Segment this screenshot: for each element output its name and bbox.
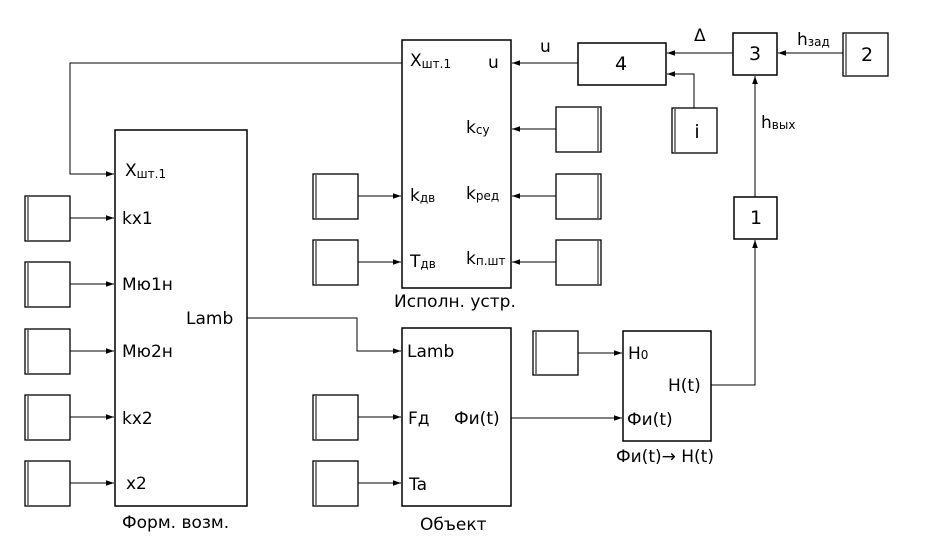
conv-caption: Фи(t)→ H(t) xyxy=(616,447,714,467)
obj-port-lamb: Lamb xyxy=(407,342,454,362)
source-kred[interactable] xyxy=(555,173,602,220)
wire-lamb xyxy=(247,317,401,354)
converter-block[interactable] xyxy=(622,330,712,442)
source-x2[interactable] xyxy=(24,460,71,507)
source-tdv[interactable] xyxy=(312,239,359,286)
signal-delta: Δ xyxy=(694,26,706,46)
isp-port-kpsht: kп.шт xyxy=(466,249,506,269)
isp-port-tdv: Tдв xyxy=(409,252,436,272)
ispoln-ustr-block[interactable] xyxy=(401,39,512,289)
form-port-x2: x2 xyxy=(126,474,147,494)
block-1-label: 1 xyxy=(750,207,762,229)
block-2[interactable] xyxy=(842,32,889,77)
form-port-myu1n: Мю1н xyxy=(122,275,173,295)
isp-port-ksu: kсу xyxy=(466,118,490,138)
source-h0[interactable] xyxy=(532,330,579,376)
source-kpsht[interactable] xyxy=(555,239,602,286)
form-port-kx1: kx1 xyxy=(122,209,153,229)
obj-caption: Объект xyxy=(420,515,487,535)
block-4-label: 4 xyxy=(615,53,627,75)
block-4[interactable] xyxy=(577,42,667,86)
signal-u: u xyxy=(540,37,551,57)
source-myu2n[interactable] xyxy=(24,328,71,375)
block-2-label: 2 xyxy=(861,44,873,66)
wire-i xyxy=(667,71,695,108)
block-1[interactable] xyxy=(733,196,778,240)
conv-port-h0: H0 xyxy=(628,344,648,364)
conv-port-fi: Фи(t) xyxy=(627,410,673,430)
form-port-lamb-out: Lamb xyxy=(186,309,233,329)
conv-port-ht-out: H(t) xyxy=(668,376,701,396)
block-i-label: i xyxy=(694,121,699,143)
source-kx1[interactable] xyxy=(24,195,71,242)
signal-hzad: hзад xyxy=(797,30,830,50)
wire-ht xyxy=(711,240,758,386)
obj-port-fi-out: Фи(t) xyxy=(454,409,500,429)
form-caption: Форм. возм. xyxy=(122,513,229,533)
form-port-kx2: kx2 xyxy=(122,409,153,429)
block-3-label: 3 xyxy=(749,43,761,65)
source-ksu[interactable] xyxy=(555,106,602,153)
object-block[interactable] xyxy=(401,327,512,507)
isp-caption: Исполн. устр. xyxy=(394,292,516,312)
isp-port-u: u xyxy=(488,53,499,73)
wire-xsht-feedback xyxy=(69,62,402,177)
signal-hvyh: hвых xyxy=(761,113,795,133)
block-3[interactable] xyxy=(732,32,778,76)
source-myu1n[interactable] xyxy=(24,261,71,308)
obj-port-ta: Ta xyxy=(408,475,427,495)
isp-port-xsht: Xшт.1 xyxy=(410,51,451,71)
obj-port-fd: Fд xyxy=(408,409,430,429)
source-fd[interactable] xyxy=(312,394,359,441)
form-port-myu2n: Мю2н xyxy=(122,342,173,362)
form-vozm-block[interactable] xyxy=(114,129,248,507)
block-i[interactable] xyxy=(671,107,718,154)
source-kdv[interactable] xyxy=(312,173,359,220)
isp-port-kdv: kдв xyxy=(410,186,435,206)
form-port-xsht: Xшт.1 xyxy=(125,161,166,181)
isp-port-kred: kред xyxy=(466,184,499,204)
source-ta[interactable] xyxy=(312,460,359,507)
source-kx2[interactable] xyxy=(24,394,71,441)
